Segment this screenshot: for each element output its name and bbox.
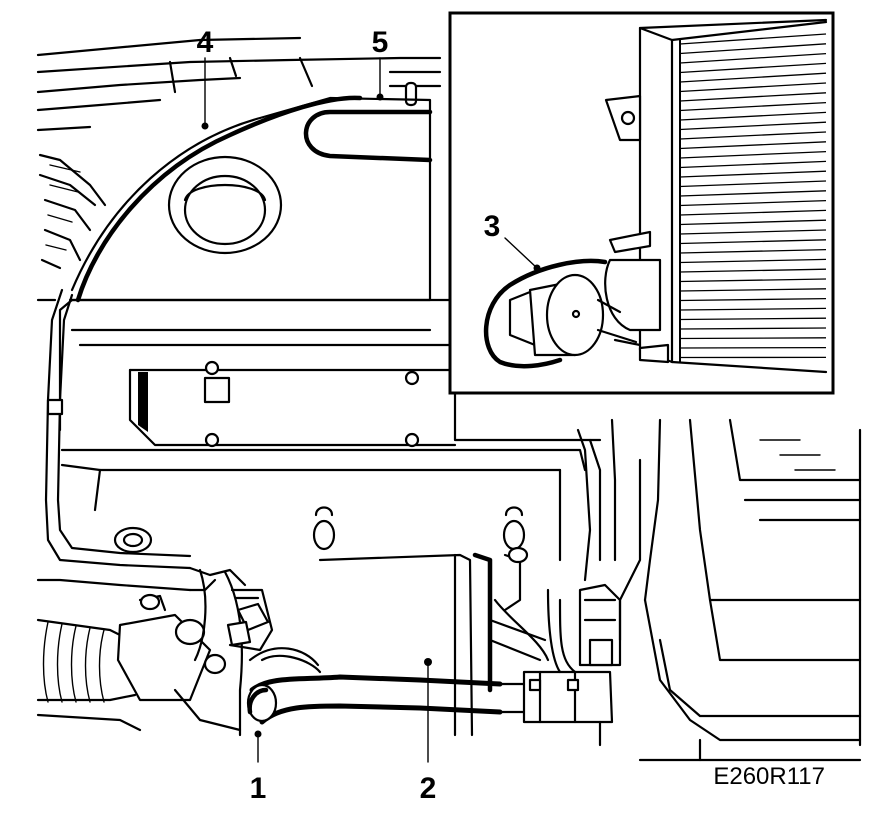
condenser-fin — [679, 258, 827, 264]
left-pipe — [36, 288, 192, 592]
condenser-fin — [679, 297, 827, 302]
condenser-fin — [679, 141, 827, 150]
condenser-fin — [679, 337, 827, 340]
condenser-fin — [679, 229, 827, 235]
condenser-fin — [679, 288, 827, 292]
leader-3 — [504, 237, 538, 269]
condenser-fin — [679, 131, 827, 140]
callout-5: 5 — [372, 26, 389, 59]
condenser-fin — [679, 170, 827, 178]
left-fender — [36, 153, 107, 302]
inset-frame — [448, 11, 835, 395]
condenser-fin — [679, 43, 827, 55]
engine-cover — [58, 96, 602, 562]
condenser-fin — [679, 121, 827, 131]
harness — [188, 566, 322, 737]
condenser-fin — [679, 62, 827, 74]
condenser-fin — [679, 268, 827, 273]
condenser-fin — [679, 327, 827, 330]
condenser-fin — [679, 199, 827, 207]
condenser-fin — [679, 278, 827, 283]
leader-lines — [201, 57, 541, 763]
component-3-sensor — [483, 258, 638, 369]
condenser-fin — [679, 150, 827, 159]
condenser-fin — [679, 307, 827, 311]
condenser-fin — [679, 52, 827, 64]
callout-4: 4 — [197, 26, 214, 59]
condenser-fin — [679, 190, 827, 197]
condenser-fin — [679, 111, 827, 121]
intake-bellows — [36, 593, 242, 732]
condenser-fin — [679, 317, 827, 321]
condenser-fin — [679, 82, 827, 93]
condenser-fin — [679, 248, 827, 254]
condenser-fin — [679, 239, 827, 245]
condenser-fin — [679, 92, 827, 102]
right-structure — [576, 418, 862, 762]
condenser-fin — [679, 101, 827, 112]
condenser-fin — [679, 219, 827, 226]
condenser-fin — [679, 160, 827, 169]
callout-1: 1 — [250, 772, 267, 805]
canister-box — [318, 552, 493, 737]
condenser-fin — [679, 209, 827, 216]
condenser-fin — [679, 33, 827, 45]
hose-4-routing — [75, 95, 363, 303]
hose-1 — [246, 674, 527, 725]
callout-2: 2 — [420, 772, 437, 805]
condenser-fin — [679, 72, 827, 83]
callout-3: 3 — [484, 210, 501, 243]
solenoid-valve — [488, 546, 622, 747]
condenser-fin — [679, 180, 827, 188]
figure-code: E260R117 — [713, 763, 825, 790]
